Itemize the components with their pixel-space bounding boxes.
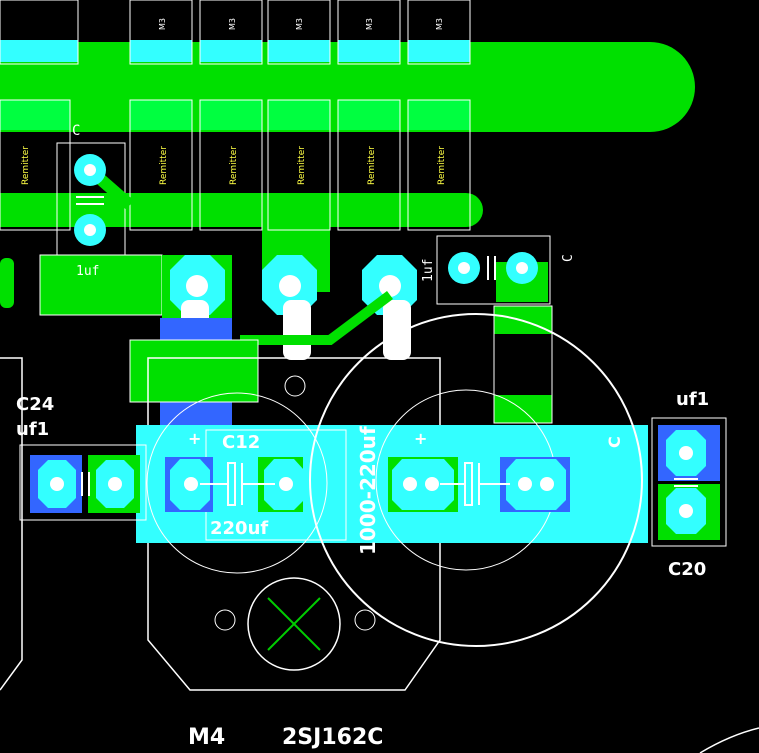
remitter-label-1: Remitter <box>21 146 31 185</box>
remitter-label-4: Remitter <box>297 146 307 185</box>
cap-right-small-outline <box>436 235 551 305</box>
part-label: 2SJ162C <box>282 725 383 750</box>
small-hole-left <box>214 609 236 631</box>
remitter-label-group: Remitter Remitter Remitter Remitter Remi… <box>21 146 447 185</box>
c20-drill-1 <box>679 446 693 460</box>
cap-c-right-label: C <box>561 254 576 262</box>
remitter-label-5: Remitter <box>367 146 377 185</box>
m3-label-5: M3 <box>435 18 444 30</box>
mounting-hole-cross <box>267 597 321 651</box>
m3-label-2: M3 <box>228 18 237 30</box>
right-bottom-arc <box>699 727 759 753</box>
big-cap-pad-plus[interactable] <box>392 459 454 510</box>
c24-outline <box>19 444 147 521</box>
header-outlines <box>0 0 471 65</box>
capacitor-symbol-icon <box>81 472 90 496</box>
cap-1uf-label: 1uf <box>76 264 99 279</box>
resistor-horizontal-outline <box>129 339 259 403</box>
cap-c-label: C <box>72 123 80 139</box>
c24-label: C24 <box>16 394 54 415</box>
uf1-right-label: uf1 <box>676 389 709 410</box>
resistor-outlines <box>0 99 471 231</box>
polarized-cap-icon <box>440 462 510 506</box>
remitter-label-2: Remitter <box>159 146 169 185</box>
c12-outline <box>146 392 328 574</box>
big-cap-drill-plus-2 <box>425 477 439 491</box>
c20-drill-2 <box>679 504 693 518</box>
left-edge-pad[interactable] <box>0 258 14 308</box>
m3-label-group: M3 M3 M3 M3 M3 <box>158 18 444 30</box>
cap-right-small-drill-1 <box>458 262 470 274</box>
trace-diagonal <box>240 291 393 345</box>
cross-circle-icon[interactable] <box>247 577 341 671</box>
c12-label: C12 <box>222 432 260 453</box>
small-hole-right <box>354 609 376 631</box>
big-cap-value: 1000-220uf <box>356 426 380 555</box>
c12-drill-plus <box>184 477 198 491</box>
uf1-left-label: uf1 <box>16 419 49 440</box>
big-cap-drill-minus-1 <box>518 477 532 491</box>
big-cap-drill-plus-1 <box>403 477 417 491</box>
transistor-tab-hole <box>284 375 306 397</box>
c12-plus-label: + <box>188 429 201 448</box>
remitter-label-3: Remitter <box>229 146 239 185</box>
resistor-vertical-right-outline <box>493 305 553 424</box>
c20-outline <box>651 417 727 547</box>
c24-drill-2 <box>108 477 122 491</box>
big-cap-outline <box>309 313 643 647</box>
left-body-outline <box>0 357 23 691</box>
c12-drill-minus <box>279 477 293 491</box>
cap-c-drill-2 <box>84 224 96 236</box>
capacitor-symbol-icon <box>487 256 496 280</box>
big-cap-drill-minus-2 <box>540 477 554 491</box>
capacitor-symbol-icon <box>76 196 104 205</box>
big-cap-pad-minus[interactable] <box>506 459 566 510</box>
m3-label-4: M3 <box>365 18 374 30</box>
cap-right-small-drill-2 <box>516 262 528 274</box>
m3-label-3: M3 <box>295 18 304 30</box>
transistor-pads[interactable] <box>162 255 417 360</box>
cap-1uf-pad-area[interactable] <box>40 255 162 315</box>
m3-label-1: M3 <box>158 18 167 30</box>
c24-drill-1 <box>50 477 64 491</box>
cap-c-drill-1 <box>84 164 96 176</box>
big-cap-plus-label: + <box>414 429 427 448</box>
resistor-vertical-right-bottom[interactable] <box>494 395 552 423</box>
copper-bus-middle[interactable] <box>0 193 483 292</box>
big-cap-c-label: C <box>605 436 624 448</box>
cap-uf-label: 1uf <box>421 259 436 282</box>
remitter-label-6: Remitter <box>437 146 447 185</box>
m4-label: M4 <box>188 725 225 750</box>
c20-label: C20 <box>668 559 706 580</box>
transistor-body-outline <box>147 357 441 691</box>
header-pad-row[interactable] <box>0 40 470 62</box>
resistor-horizontal[interactable] <box>130 340 258 402</box>
capacitor-symbol-icon <box>674 478 698 487</box>
c12-value: 220uf <box>210 518 268 539</box>
polarized-cap-icon <box>200 462 275 506</box>
